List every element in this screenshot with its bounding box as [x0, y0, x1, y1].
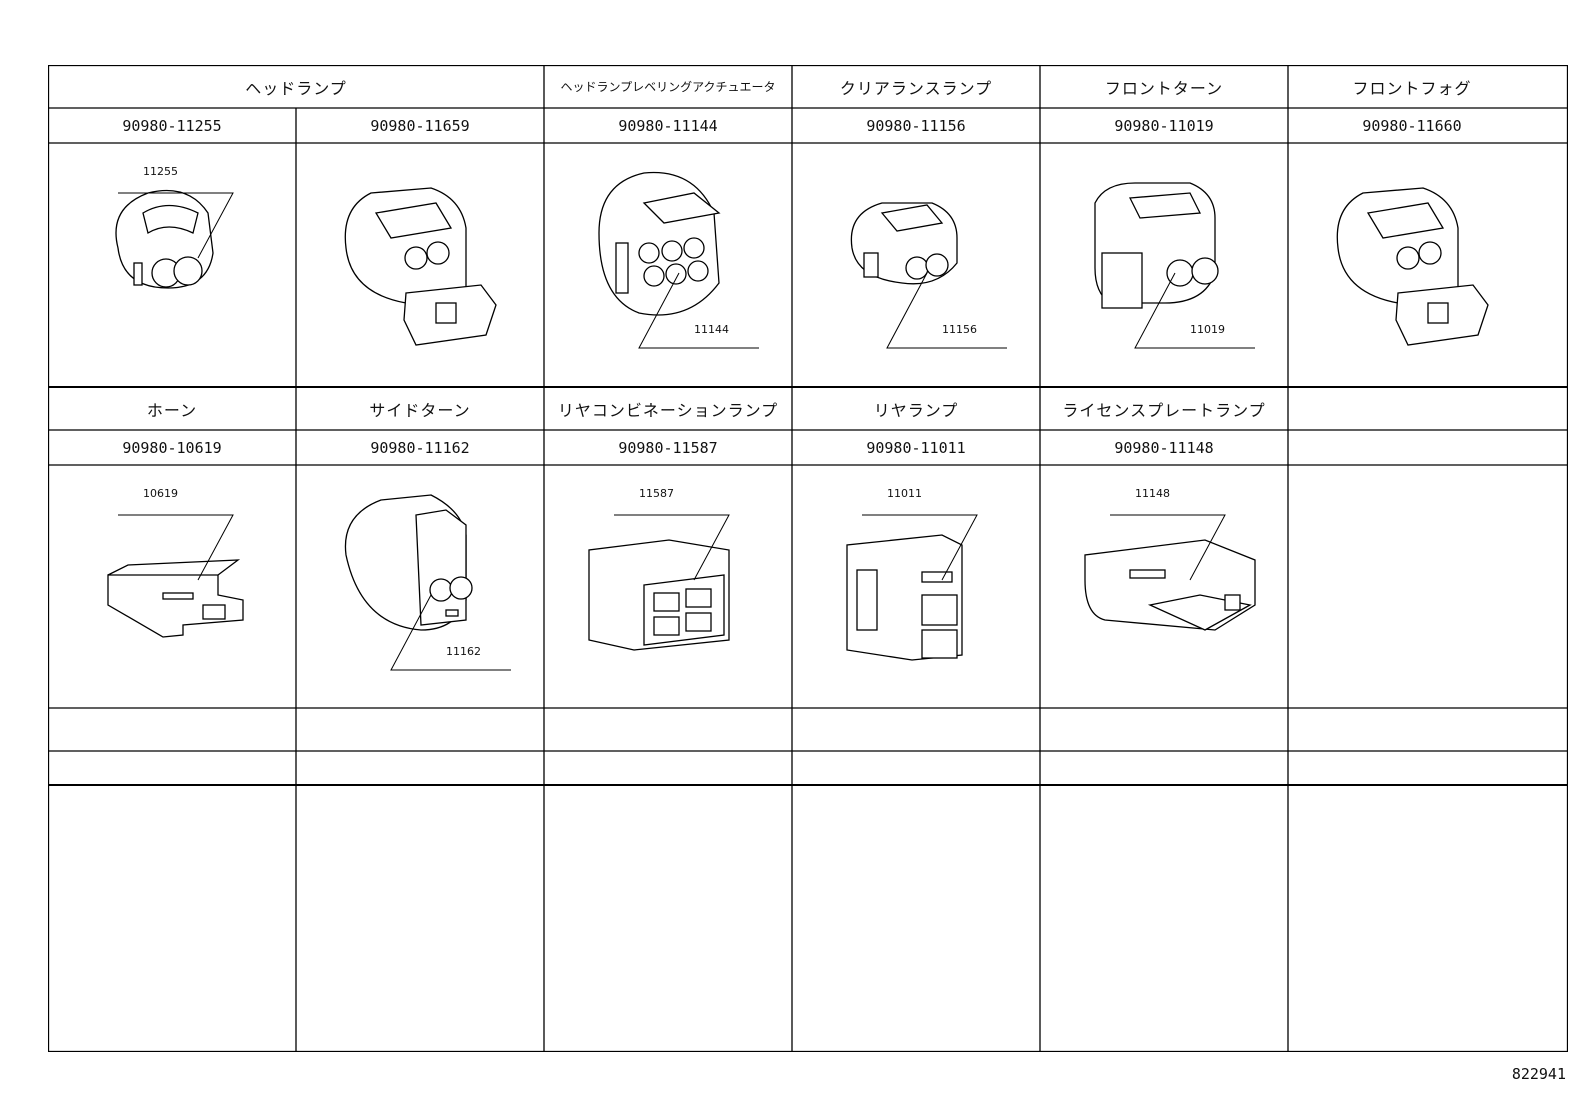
connector-icon: [588, 514, 730, 651]
label-leveling: ヘッドランプレベリングアクチュエータ: [560, 80, 776, 94]
callout-leveling: 11144: [694, 323, 729, 336]
callout-rear-lamp: 11011: [887, 487, 922, 500]
connector-drawing-horn: 10619: [48, 465, 296, 708]
connector-icon: [850, 202, 1007, 349]
label-rear-combo: リヤコンビネーションランプ: [557, 400, 779, 420]
callout-horn: 10619: [143, 487, 178, 500]
connector-drawing-front-turn: 11019: [1040, 143, 1288, 386]
part-number-empty: [1288, 430, 1536, 465]
connector-drawing-headlamp-a: 11255: [48, 143, 296, 386]
part-number-front-turn: 90980-11019: [1114, 116, 1214, 135]
drawing-id: 822941: [1511, 1065, 1566, 1083]
part-number-rear-lamp: 90980-11011: [866, 438, 966, 457]
label-empty: [1288, 387, 1536, 430]
connector-icon: [846, 514, 978, 661]
connector-drawing-side-turn: 11162: [296, 465, 544, 708]
connector-icon: [115, 189, 234, 289]
callout-leader: [638, 272, 759, 349]
callout-side-turn: 11162: [446, 645, 481, 658]
connector-drawing-clearance: 11156: [792, 143, 1040, 386]
connector-icon: [598, 171, 759, 349]
label-headlamp-a: ヘッドランプ: [245, 78, 347, 98]
connector-drawing-headlamp-b: [296, 143, 544, 386]
callout-leader: [118, 514, 234, 581]
connector-icon: [1094, 182, 1255, 349]
table-grid: [48, 65, 1568, 1052]
part-number-clearance: 90980-11156: [866, 116, 966, 135]
connector-icon: [344, 494, 511, 671]
callout-clearance: 11156: [942, 323, 977, 336]
callout-headlamp-a: 11255: [143, 165, 178, 178]
callout-leader: [1134, 272, 1255, 349]
part-number-side-turn: 90980-11162: [370, 438, 470, 457]
part-number-headlamp-a: 90980-11255: [122, 116, 222, 135]
connector-drawing-license: 11148: [1040, 465, 1288, 708]
label-license: ライセンスプレートランプ: [1062, 400, 1266, 420]
callout-leader: [614, 514, 730, 581]
callout-leader: [118, 192, 234, 259]
connector-icon: [1084, 514, 1256, 631]
part-number-horn: 90980-10619: [122, 438, 222, 457]
connector-table: ヘッドランプ 90980-11255 11255 90980-11659 ヘッドラン…: [48, 65, 1568, 1052]
callout-leader: [390, 594, 511, 671]
connector-icon: [1336, 187, 1489, 346]
callout-license: 11148: [1135, 487, 1170, 500]
part-number-front-fog: 90980-11660: [1362, 116, 1462, 135]
connector-drawing-rear-lamp: 11011: [792, 465, 1040, 708]
connector-icon: [107, 514, 244, 638]
connector-drawing-leveling: 11144: [544, 143, 792, 386]
connector-drawing-rear-combo: 11587: [544, 465, 792, 708]
label-clearance: クリアランスランプ: [839, 78, 993, 98]
callout-leader: [862, 514, 978, 581]
label-front-turn: フロントターン: [1104, 78, 1224, 98]
connector-icon: [344, 187, 497, 346]
label-rear-lamp: リヤランプ: [873, 400, 959, 420]
part-number-rear-combo: 90980-11587: [618, 438, 718, 457]
callout-leader: [886, 272, 1007, 349]
label-horn: ホーン: [146, 400, 198, 420]
callout-front-turn: 11019: [1190, 323, 1225, 336]
part-number-headlamp-b: 90980-11659: [370, 116, 470, 135]
label-side-turn: サイドターン: [369, 400, 471, 420]
part-number-license: 90980-11148: [1114, 438, 1214, 457]
connector-drawing-front-fog: [1288, 143, 1536, 386]
callout-rear-combo: 11587: [639, 487, 674, 500]
label-front-fog: フロントフォグ: [1352, 78, 1472, 98]
part-number-leveling: 90980-11144: [618, 116, 718, 135]
callout-leader: [1110, 514, 1226, 581]
